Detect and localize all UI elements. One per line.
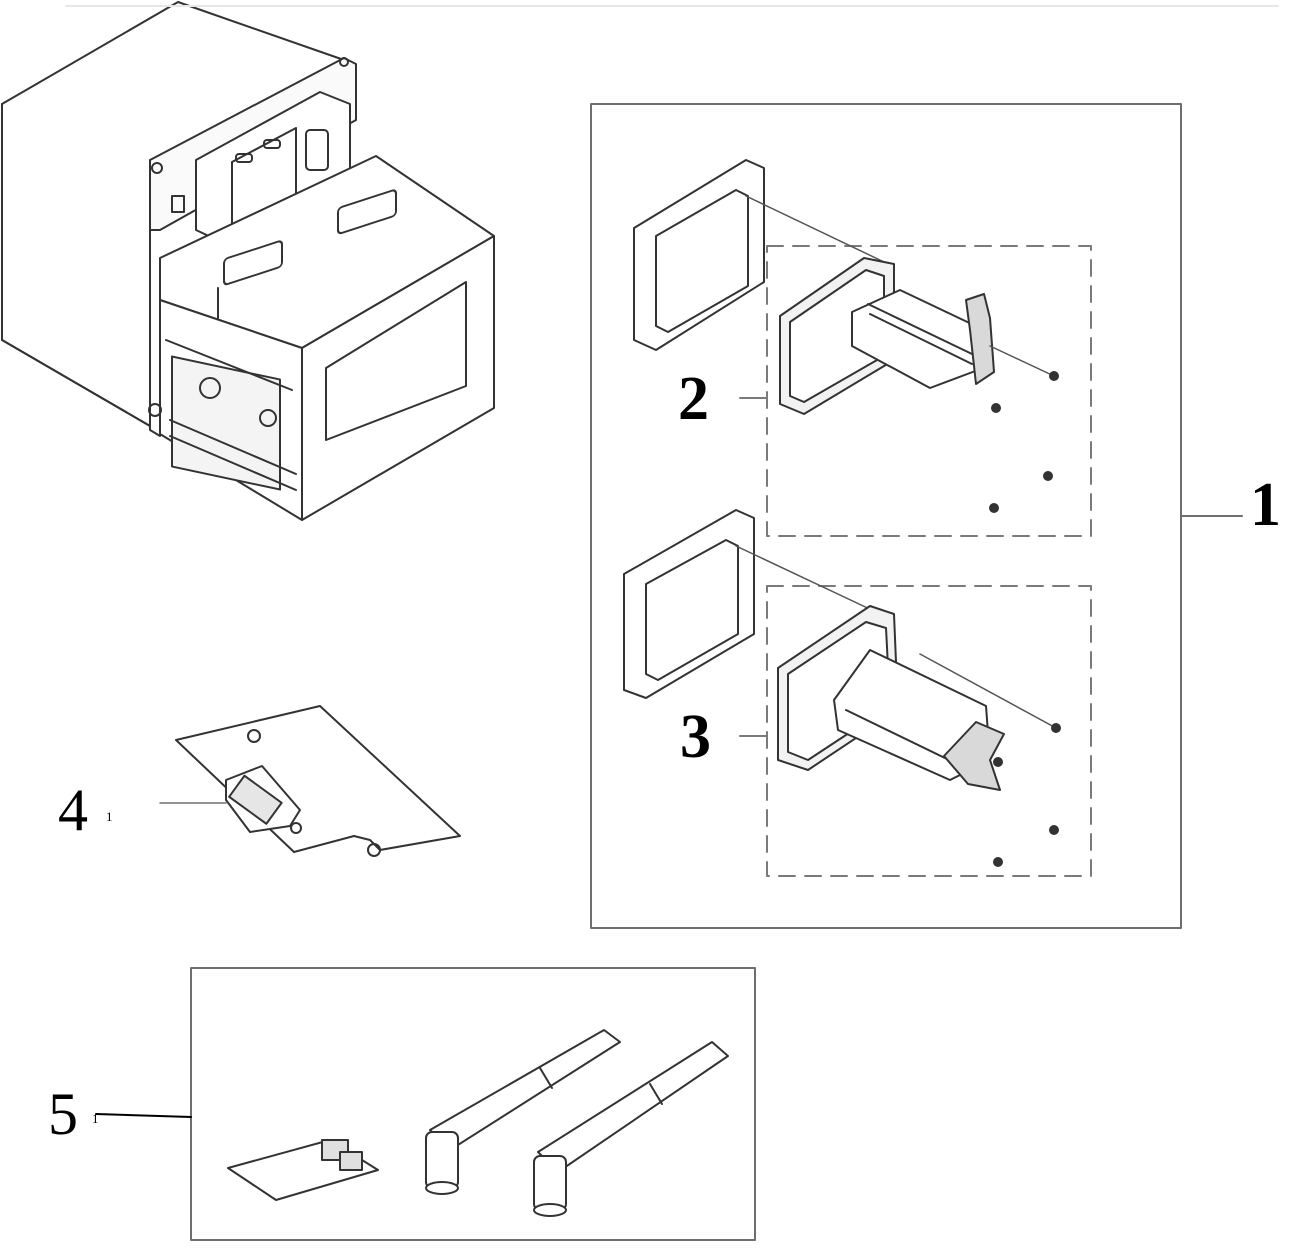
group-5-frame: [190, 967, 756, 1241]
part-5-wireless-kit: [227, 1029, 729, 1217]
leader-5: [95, 1113, 192, 1118]
group-2-dashed-frame: [766, 245, 1092, 537]
callout-1: 1: [1250, 471, 1281, 539]
part-2-assembly: [633, 159, 1059, 513]
callout-5-subscript: 1: [92, 1111, 99, 1126]
callout-4-subscript: 1: [106, 809, 113, 824]
callout-5: 5: [48, 1081, 78, 1147]
part-4-interface-board: [175, 705, 461, 857]
callout-3: 3: [680, 703, 711, 771]
group-3-dashed-frame: [766, 585, 1092, 877]
part-3-assembly: [623, 509, 1061, 867]
callout-4: 4: [58, 777, 88, 843]
printer-illustration: [1, 1, 495, 521]
callout-2: 2: [678, 365, 709, 433]
